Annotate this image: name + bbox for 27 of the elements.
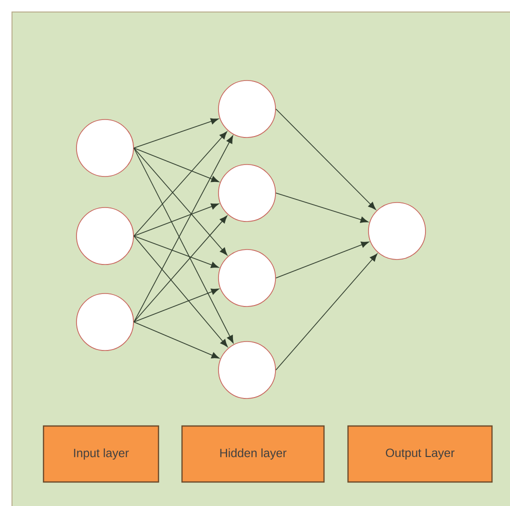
arrow [134, 203, 219, 236]
arrow [134, 131, 228, 236]
arrow [134, 148, 234, 344]
arrow [134, 236, 228, 348]
arrow [134, 216, 228, 322]
arrow [134, 148, 220, 182]
neuron-circle [218, 80, 276, 138]
neuron-circle [76, 293, 134, 351]
neuron-circle [218, 164, 276, 222]
arrow [134, 288, 219, 322]
arrow [134, 148, 228, 256]
arrow [134, 136, 234, 322]
neuron-circle [76, 119, 134, 177]
neuron-circle [218, 341, 276, 399]
layer-label-box: Output Layer [347, 425, 493, 483]
arrow [276, 108, 376, 210]
arrow [134, 118, 219, 148]
layer-label-box: Hidden layer [181, 425, 325, 483]
neuron-circle [76, 207, 134, 265]
layer-label-box: Input layer [42, 425, 160, 483]
neuron-circle [368, 202, 426, 260]
arrow [134, 236, 219, 268]
arrow [276, 192, 368, 223]
arrow [134, 322, 220, 358]
arrow [276, 242, 369, 278]
arrow [276, 254, 378, 370]
neuron-circle [218, 249, 276, 307]
